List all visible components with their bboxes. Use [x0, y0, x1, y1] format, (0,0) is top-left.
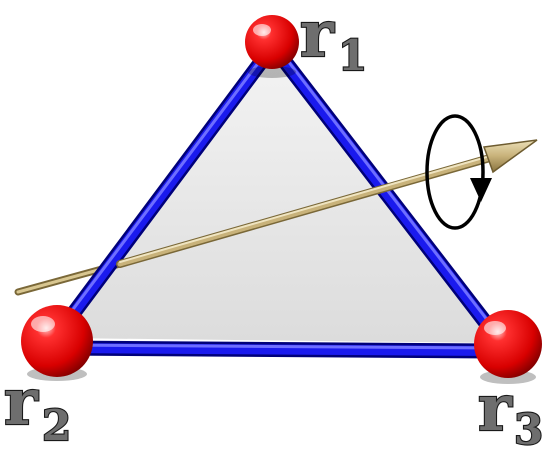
rotation-arrowhead-icon [470, 178, 492, 202]
label-r3-symbol: r [478, 371, 513, 446]
vertex-r1 [245, 15, 299, 78]
label-r1-subscript: 1 [338, 31, 367, 80]
axis-arrowhead-icon [482, 139, 538, 174]
rotation-indicator [425, 114, 492, 230]
vertex-spheres [21, 15, 542, 384]
label-r2-symbol: r [4, 365, 39, 440]
vertex-r2 [21, 305, 93, 381]
triangle-face [56, 44, 497, 343]
label-r2-subscript: 2 [42, 401, 71, 450]
label-r3-subscript: 3 [514, 405, 543, 451]
vertex-label-r3: r 3 [477, 370, 544, 451]
label-r1-symbol: r [300, 0, 335, 72]
vertex-label-r2: r 2 [3, 364, 72, 451]
vertex-label-r1: r 1 [299, 0, 368, 81]
vertex-r3 [474, 310, 542, 384]
circular-arrow-icon [425, 114, 485, 230]
triangle-edges [50, 42, 504, 359]
